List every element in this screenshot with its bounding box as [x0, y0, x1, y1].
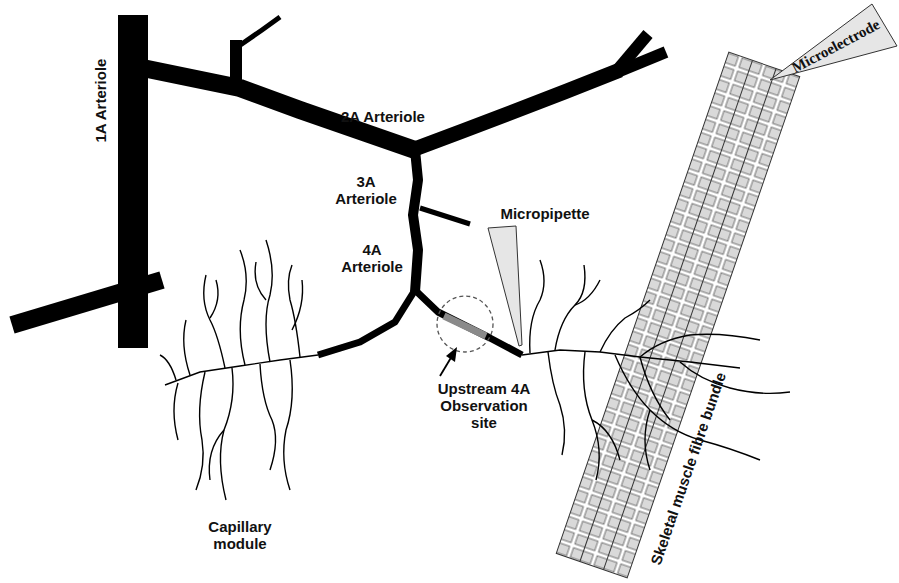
- figure-label: 4A Arteriole: [334, 241, 410, 275]
- figure-label: 3A Arteriole: [328, 173, 404, 207]
- figure-label: 2A Arteriole: [318, 108, 448, 125]
- capillary-module: [522, 260, 790, 480]
- observation-arrow: [440, 347, 457, 376]
- observation-circle: [437, 296, 493, 352]
- capillary-module: [160, 240, 318, 500]
- figure-label: Micropipette: [485, 205, 605, 222]
- micropipette: [488, 226, 522, 346]
- figure-label: Capillary module: [198, 518, 282, 552]
- observation-segment: [444, 316, 486, 336]
- figure-label: 1A Arteriole: [92, 20, 109, 180]
- figure-label: Upstream 4A Observation site: [432, 380, 536, 431]
- arteriole-tree: [12, 15, 666, 355]
